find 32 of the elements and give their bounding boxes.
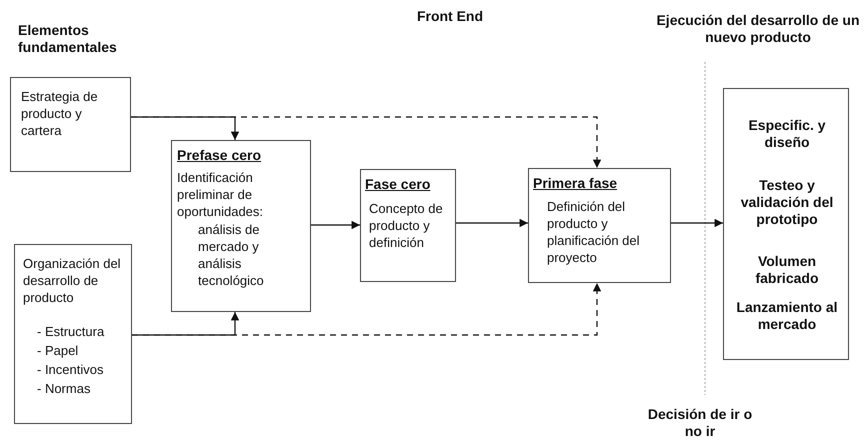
section-heading: Elementos fundamentales: [18, 22, 118, 56]
box-text: análisis de mercado y análisis tecnológico: [198, 221, 265, 289]
section-heading: Front End: [416, 8, 484, 25]
box-text: Concepto de producto y definición: [369, 200, 444, 251]
process-box: [14, 244, 132, 424]
box-text: - Papel: [37, 342, 80, 359]
box-text: - Estructura: [37, 323, 106, 340]
box-heading: Prefase cero: [177, 147, 262, 164]
section-heading: Ejecución del desarrollo de un nuevo producto: [655, 12, 861, 46]
arrow: [671, 218, 723, 228]
box-text: Organización del desarrollo de producto: [23, 255, 122, 306]
process-box: [10, 77, 131, 172]
process-box: [723, 88, 849, 360]
box-text: - Normas: [37, 380, 92, 397]
stage-text: Lanzamiento al mercado: [735, 299, 839, 333]
stage-text: Especific. y diseño: [747, 117, 827, 151]
arrow: [311, 220, 360, 230]
box-text: Estrategia de producto y cartera: [21, 88, 99, 139]
process-box: [360, 169, 456, 282]
decision-label: Decisión de ir o no ir: [646, 406, 754, 440]
box-text: Definición del producto y planificación del proyecto: [547, 198, 641, 266]
box-heading: Primera fase: [533, 175, 618, 192]
stage-text: Volumen fabricado: [754, 253, 820, 287]
process-box: [528, 168, 671, 283]
dashed-arrow: [131, 116, 602, 168]
process-box: [171, 140, 311, 312]
box-text: Identificación preliminar de oportunidades:: [177, 169, 264, 220]
arrow: [456, 218, 528, 228]
box-text: - Incentivos: [37, 361, 104, 378]
stage-text: Testeo y validación del prototipo: [740, 177, 834, 228]
box-heading: Fase cero: [365, 176, 432, 193]
dashed-arrow: [132, 283, 602, 336]
